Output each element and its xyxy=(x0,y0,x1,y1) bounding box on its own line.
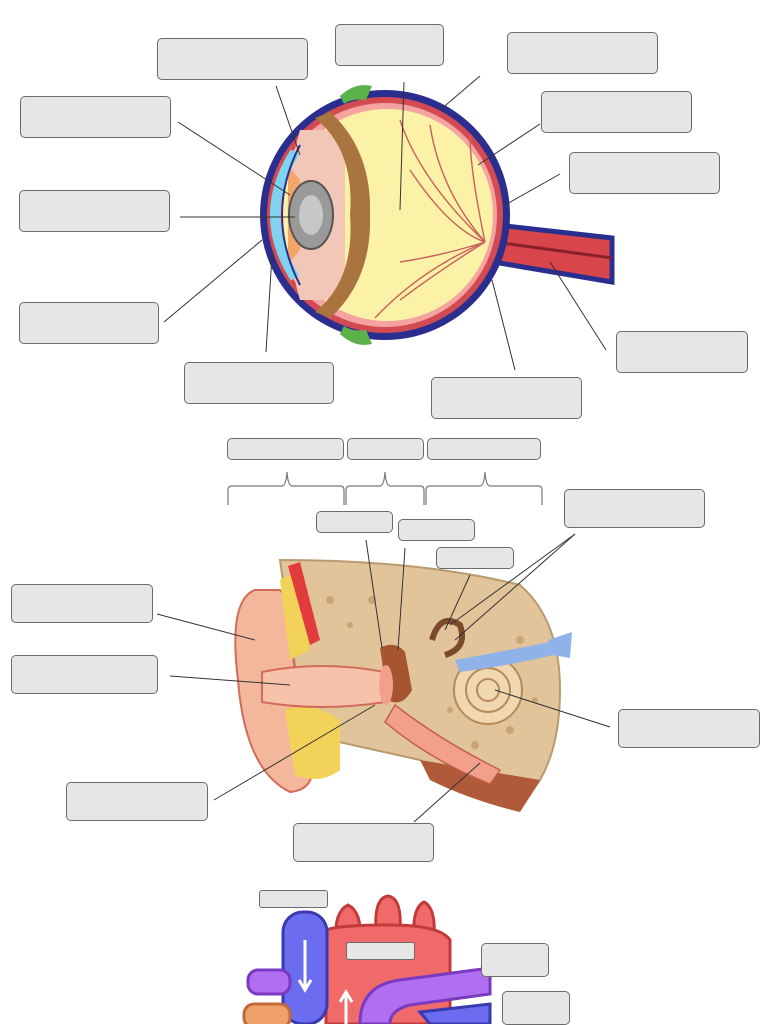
ear-semicircular-canals xyxy=(429,618,466,658)
ear-label-ear-canal[interactable] xyxy=(11,655,158,694)
eye-label-cornea[interactable] xyxy=(19,302,159,344)
eye-muscle-top xyxy=(340,85,372,104)
eye-label-sclera[interactable] xyxy=(507,32,658,74)
heart-pulmonary-vein-left xyxy=(246,968,292,996)
heart-label-vena-cava[interactable] xyxy=(259,890,328,908)
eye-muscle-bottom xyxy=(340,326,372,345)
eye-label-vitreous[interactable] xyxy=(335,24,444,66)
leader-lines xyxy=(156,75,611,823)
ear-fat-tissue xyxy=(285,706,340,779)
ear-auditory-nerve xyxy=(455,640,565,672)
heart-label-aorta[interactable] xyxy=(346,942,415,960)
ear-label-eustachian-tube[interactable] xyxy=(293,823,434,862)
eye-label-choroid[interactable] xyxy=(541,91,692,133)
ear-label-stirrup[interactable] xyxy=(436,547,514,569)
ear-label-outer-ear[interactable] xyxy=(227,438,344,460)
ear-canal xyxy=(261,665,386,708)
ear-label-anvil[interactable] xyxy=(398,519,475,541)
eye-label-ciliary-body[interactable] xyxy=(157,38,308,80)
ear-label-semicircular-canals[interactable] xyxy=(564,489,705,528)
eye-label-lens[interactable] xyxy=(184,362,334,404)
ear-section-brackets xyxy=(227,471,543,505)
ear-label-inner-ear[interactable] xyxy=(427,438,541,460)
heart-pulmonary-artery xyxy=(358,966,492,1024)
ear-label-eardrum[interactable] xyxy=(66,782,208,821)
ear-label-pinna[interactable] xyxy=(11,584,153,623)
ear-eardrum xyxy=(379,665,393,705)
eye-label-blind-spot[interactable] xyxy=(431,377,582,419)
heart-label-pulmonary-artery[interactable] xyxy=(481,943,549,977)
ear-label-cochlea[interactable] xyxy=(618,709,760,748)
eye-diagram xyxy=(260,85,615,345)
heart-diagram xyxy=(242,894,492,1024)
ear-diagram xyxy=(234,558,572,812)
eye-ciliary-body xyxy=(315,112,371,318)
eye-label-optic-nerve[interactable] xyxy=(616,331,748,373)
ear-eustachian-tube xyxy=(384,703,502,785)
ear-label-hammer[interactable] xyxy=(316,511,393,533)
ear-label-middle-ear[interactable] xyxy=(347,438,424,460)
eye-cornea xyxy=(270,149,300,281)
eye-label-pupil[interactable] xyxy=(19,190,170,232)
eye-label-retina[interactable] xyxy=(569,152,720,194)
heart-label-pulmonary-vein[interactable] xyxy=(502,991,570,1025)
eye-label-iris[interactable] xyxy=(20,96,171,138)
